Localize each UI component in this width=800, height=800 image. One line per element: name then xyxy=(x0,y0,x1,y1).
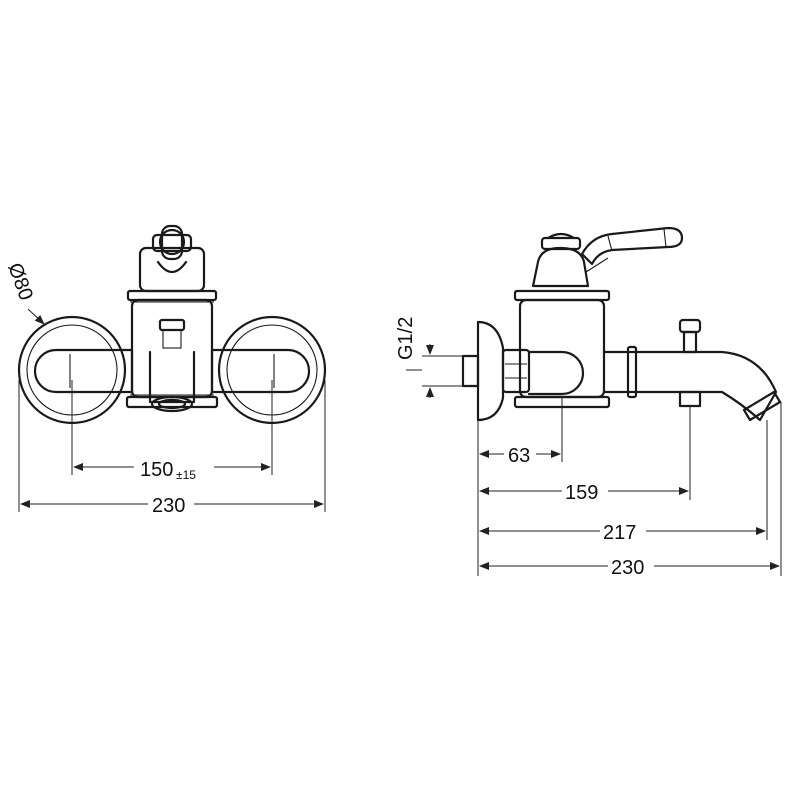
diameter-leader: Ø80 xyxy=(3,260,45,325)
dim-230: 230 xyxy=(479,402,782,579)
mixer-body xyxy=(125,289,219,409)
dim-159-value: 159 xyxy=(565,482,598,504)
side-spout xyxy=(602,318,782,422)
center-spacing-tolerance: ±15 xyxy=(176,468,196,482)
dim-217: 217 xyxy=(479,420,768,544)
overall-width-value: 230 xyxy=(152,495,185,517)
side-connecting-nut xyxy=(501,348,531,394)
top-cartridge xyxy=(138,224,206,293)
dim-159: 159 xyxy=(479,406,691,504)
dim-217-value: 217 xyxy=(603,522,636,544)
inlet-thread: G1/2 xyxy=(395,317,480,398)
side-view: G1/2 xyxy=(395,226,782,579)
dim-center-spacing: 150 ±15 xyxy=(71,380,273,482)
front-view: Ø80 150 ±15 230 xyxy=(3,224,327,517)
thread-label: G1/2 xyxy=(395,317,417,360)
diameter-label: Ø80 xyxy=(3,260,37,303)
side-cartridge-lever xyxy=(531,226,684,288)
front-spout-outlet xyxy=(148,318,196,413)
side-wall-flange xyxy=(476,320,505,422)
center-spacing-value: 150 xyxy=(140,459,173,481)
dim-230-value: 230 xyxy=(611,557,644,579)
dim-63: 63 xyxy=(477,397,563,576)
connecting-arms xyxy=(33,348,311,394)
dim-63-value: 63 xyxy=(508,445,530,467)
dim-overall-width: 230 xyxy=(18,380,326,517)
